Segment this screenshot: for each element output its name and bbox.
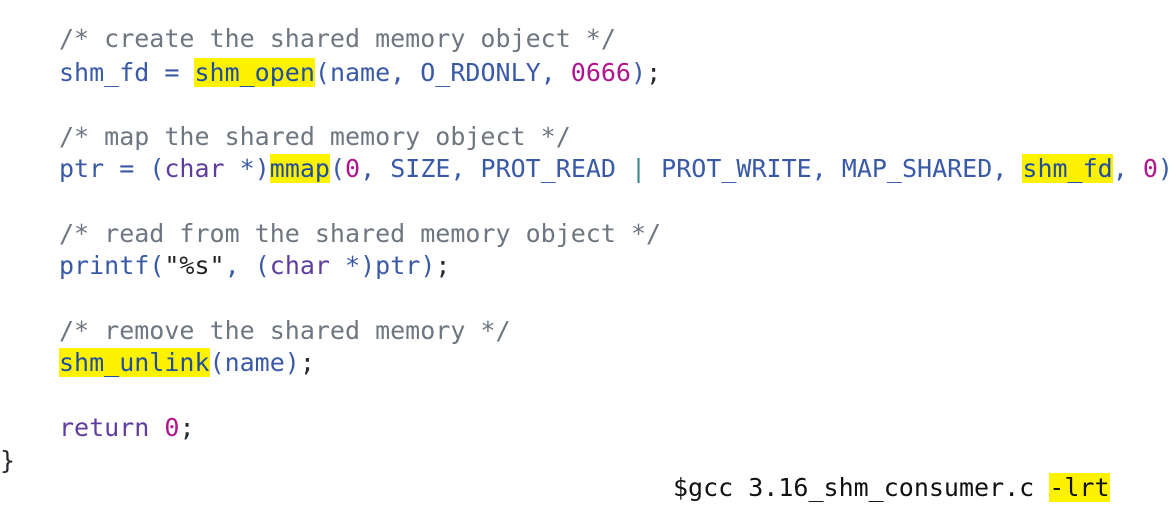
format-string: "%s": [164, 251, 225, 280]
identifier-ptr: ptr: [375, 251, 421, 280]
argument-separator: ,: [1112, 154, 1143, 183]
comment-read: /* read from the shared memory object */: [59, 219, 662, 248]
arguments-first: , SIZE, PROT_READ: [360, 154, 632, 183]
open-paren: (: [329, 154, 346, 183]
close-paren: ): [1157, 154, 1173, 183]
semicolon: ;: [179, 413, 195, 442]
cast-pointer-star: *: [224, 154, 255, 183]
close-paren: ): [284, 348, 300, 377]
identifier-name: name: [224, 348, 285, 377]
semicolon: ;: [435, 251, 451, 280]
argument-separator: ,: [224, 251, 255, 280]
cast-type-char: char: [269, 251, 330, 280]
arguments-second: PROT_WRITE, MAP_SHARED,: [646, 154, 1023, 183]
semicolon: ;: [646, 58, 662, 87]
code-line-shm-open: shm_fd = shm_open(name, O_RDONLY, 0666);: [59, 56, 661, 90]
arguments: name, O_RDONLY,: [329, 58, 571, 87]
bitwise-or-operator: |: [631, 154, 647, 183]
keyword-return: return: [59, 413, 150, 442]
semicolon: ;: [299, 348, 315, 377]
assign-operator: =: [149, 58, 195, 87]
code-line-shm-unlink: shm_unlink(name);: [59, 346, 315, 380]
cast-close-paren: ): [360, 251, 376, 280]
space: [149, 413, 164, 442]
open-paren: (: [209, 348, 225, 377]
compile-command-text: $gcc 3.16_shm_consumer.c: [673, 473, 1050, 502]
close-paren: ): [631, 58, 647, 87]
closing-brace: }: [0, 446, 16, 475]
cast-open-paren: (: [254, 251, 270, 280]
semicolon: ;: [1173, 154, 1175, 183]
identifier-shm-fd: shm_fd: [59, 58, 150, 87]
cast-open-paren: (: [149, 154, 165, 183]
code-line-printf: printf("%s", (char *)ptr);: [59, 249, 450, 283]
identifier-ptr: ptr: [59, 154, 105, 183]
compile-command: $gcc 3.16_shm_consumer.c -lrt: [673, 471, 1110, 505]
cast-close-paren: ): [254, 154, 270, 183]
function-printf: printf: [59, 251, 150, 280]
function-shm-open: shm_open: [194, 58, 315, 87]
cast-pointer-star: *: [329, 251, 361, 280]
comment-create: /* create the shared memory object */: [59, 24, 616, 53]
zero-literal-offset: 0: [1142, 154, 1158, 183]
close-paren: ): [420, 251, 436, 280]
return-value: 0: [164, 413, 180, 442]
cast-type-char: char: [164, 154, 225, 183]
linker-flag-lrt: -lrt: [1049, 473, 1110, 502]
comment-map: /* map the shared memory object */: [59, 122, 571, 151]
code-line-return: return 0;: [59, 411, 195, 445]
comment-remove: /* remove the shared memory */: [59, 316, 511, 345]
assign-operator: =: [104, 154, 150, 183]
function-mmap: mmap: [269, 154, 330, 183]
function-shm-unlink: shm_unlink: [59, 348, 210, 377]
code-line-mmap: ptr = (char *)mmap(0, SIZE, PROT_READ | …: [59, 152, 1175, 186]
identifier-shm-fd-highlight: shm_fd: [1022, 154, 1113, 183]
zero-literal: 0: [345, 154, 361, 183]
mode-literal: 0666: [570, 58, 631, 87]
open-paren: (: [149, 251, 165, 280]
open-paren: (: [314, 58, 330, 87]
